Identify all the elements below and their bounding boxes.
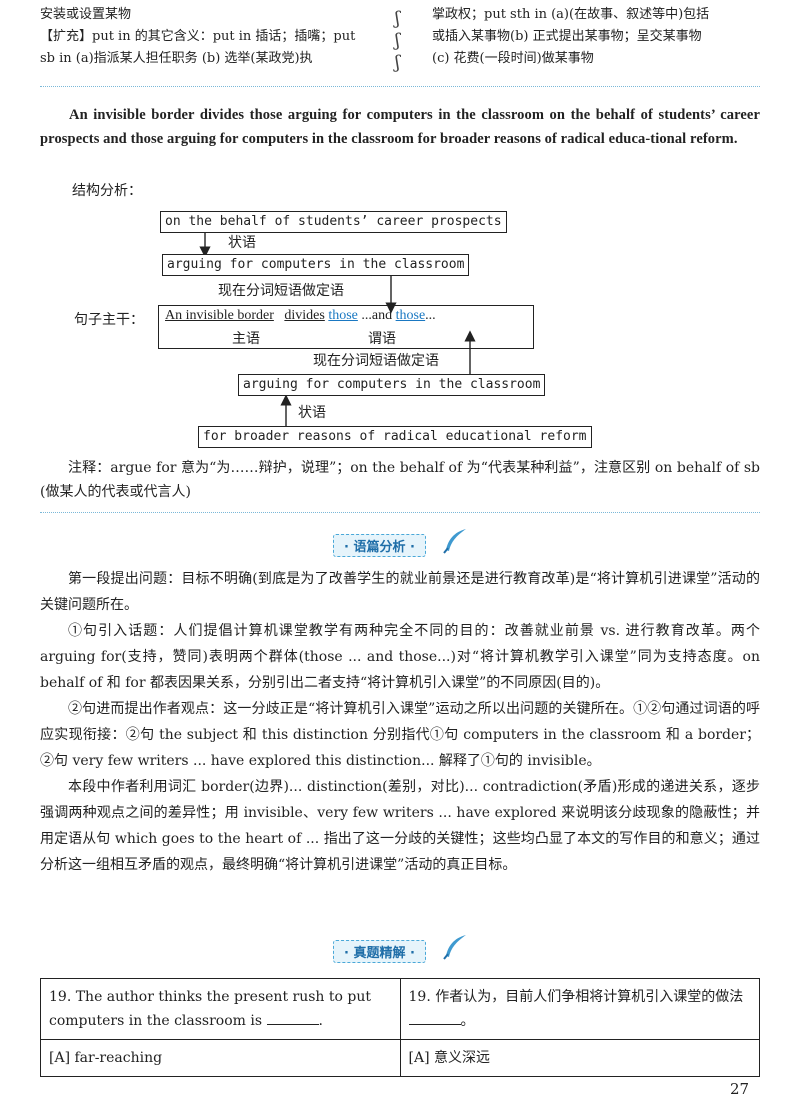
analysis-paragraph: ①句引入话题：人们提倡计算机课堂教学有两种完全不同的目的：改善就业前景 vs. … bbox=[40, 623, 760, 691]
divider bbox=[40, 512, 760, 513]
main-object-those-2: those bbox=[395, 308, 426, 323]
diagram-box-adverbial-2: for broader reasons of radical education… bbox=[198, 426, 592, 448]
page-number: 27 bbox=[730, 1080, 750, 1098]
main-subject: An invisible border bbox=[165, 308, 274, 323]
main-mid: ...and bbox=[361, 308, 393, 323]
question-zh-cell: 19. 作者认为，目前人们争相将计算机引入课堂的做法。 bbox=[399, 978, 760, 1040]
option-zh: [A] 意义深远 bbox=[408, 1050, 490, 1066]
diagram-label-adverbial-2: 状语 bbox=[298, 405, 326, 421]
question-zh-stem: 19. 作者认为，目前人们争相将计算机引入课堂的做法 bbox=[408, 989, 744, 1005]
top-left-line: 安装或设置某物 bbox=[40, 7, 132, 22]
main-end: ... bbox=[425, 308, 436, 323]
predicate-label: 谓语 bbox=[368, 331, 396, 347]
answer-blank bbox=[266, 1010, 319, 1025]
key-sentence: An invisible border divides those arguin… bbox=[40, 107, 760, 147]
question-en-stem: 19. The author thinks the present rush t… bbox=[49, 989, 371, 1029]
diagram-box-adverbial-1: on the behalf of students’ career prospe… bbox=[160, 211, 507, 233]
analysis-paragraph: ②句进而提出作者观点：这一分歧正是“将计算机引入课堂”运动之所以出问题的关键所在… bbox=[40, 701, 760, 769]
option-en-cell: [A] far-reaching bbox=[40, 1039, 401, 1077]
section-badge-discourse-analysis: · 语篇分析 · bbox=[333, 534, 426, 557]
quill-pen-icon bbox=[443, 529, 466, 554]
structure-title: 结构分析： bbox=[72, 183, 142, 199]
analysis-section: 第一段提出问题：目标不明确(到底是为了改善学生的就业前景还是进行教育改革)是“将… bbox=[40, 566, 760, 878]
diagram-box-attributive-2: arguing for computers in the classroom bbox=[238, 374, 546, 396]
top-right-column: 掌政权；put sth in (a)(在故事、叙述等中)包括 或插入某事物(b)… bbox=[432, 4, 762, 70]
top-left-column: 安装或设置某物 【扩充】put in 的其它含义：put in 插话；插嘴；pu… bbox=[40, 4, 390, 70]
table-row: 19. The author thinks the present rush t… bbox=[40, 978, 760, 1040]
divider bbox=[40, 86, 760, 87]
question-table: 19. The author thinks the present rush t… bbox=[40, 978, 760, 1077]
section-badge-exam-solution: · 真题精解 · bbox=[333, 940, 426, 963]
top-left-line: sb in (a)指派某人担任职务 (b) 选举(某政党)执 bbox=[40, 51, 313, 66]
diagram-label-attributive-1: 现在分词短语做定语 bbox=[218, 283, 344, 299]
diagram-label-adverbial-1: 状语 bbox=[228, 235, 256, 251]
annotation-note: 注释：argue for 意为“为……辩护，说理”；on the behalf … bbox=[40, 460, 760, 500]
diagram-box-attributive-1: arguing for computers in the classroom bbox=[162, 254, 470, 276]
top-left-line: 【扩充】put in 的其它含义：put in 插话；插嘴；put bbox=[40, 29, 356, 44]
subject-label: 主语 bbox=[232, 331, 260, 347]
diagram-arrows bbox=[199, 233, 476, 427]
quill-pen-icon bbox=[443, 935, 466, 960]
main-clause-box bbox=[158, 305, 534, 349]
top-right-line: 掌政权；put sth in (a)(在故事、叙述等中)包括 bbox=[432, 7, 710, 22]
top-right-line: 或插入某事物(b) 正式提出某事物；呈交某事物 bbox=[432, 29, 702, 44]
question-en-cell: 19. The author thinks the present rush t… bbox=[40, 978, 401, 1040]
main-clause-label: 句子主干： bbox=[74, 312, 144, 328]
table-row: [A] far-reaching [A] 意义深远 bbox=[40, 1039, 760, 1077]
main-verb: divides bbox=[284, 308, 325, 323]
option-zh-cell: [A] 意义深远 bbox=[399, 1039, 760, 1077]
main-clause-line: An invisible border divides those ...and… bbox=[165, 308, 436, 324]
answer-blank bbox=[408, 1010, 461, 1025]
option-en: [A] far-reaching bbox=[49, 1050, 163, 1066]
diagram-label-attributive-2: 现在分词短语做定语 bbox=[313, 353, 439, 369]
main-object-those-1: those bbox=[328, 308, 358, 323]
analysis-paragraph: 本段中作者利用词汇 border(边界)... distinction(差别，对… bbox=[40, 779, 760, 873]
top-right-line: (c) 花费(一段时间)做某事物 bbox=[432, 51, 594, 66]
analysis-paragraph: 第一段提出问题：目标不明确(到底是为了改善学生的就业前景还是进行教育改革)是“将… bbox=[40, 571, 760, 613]
